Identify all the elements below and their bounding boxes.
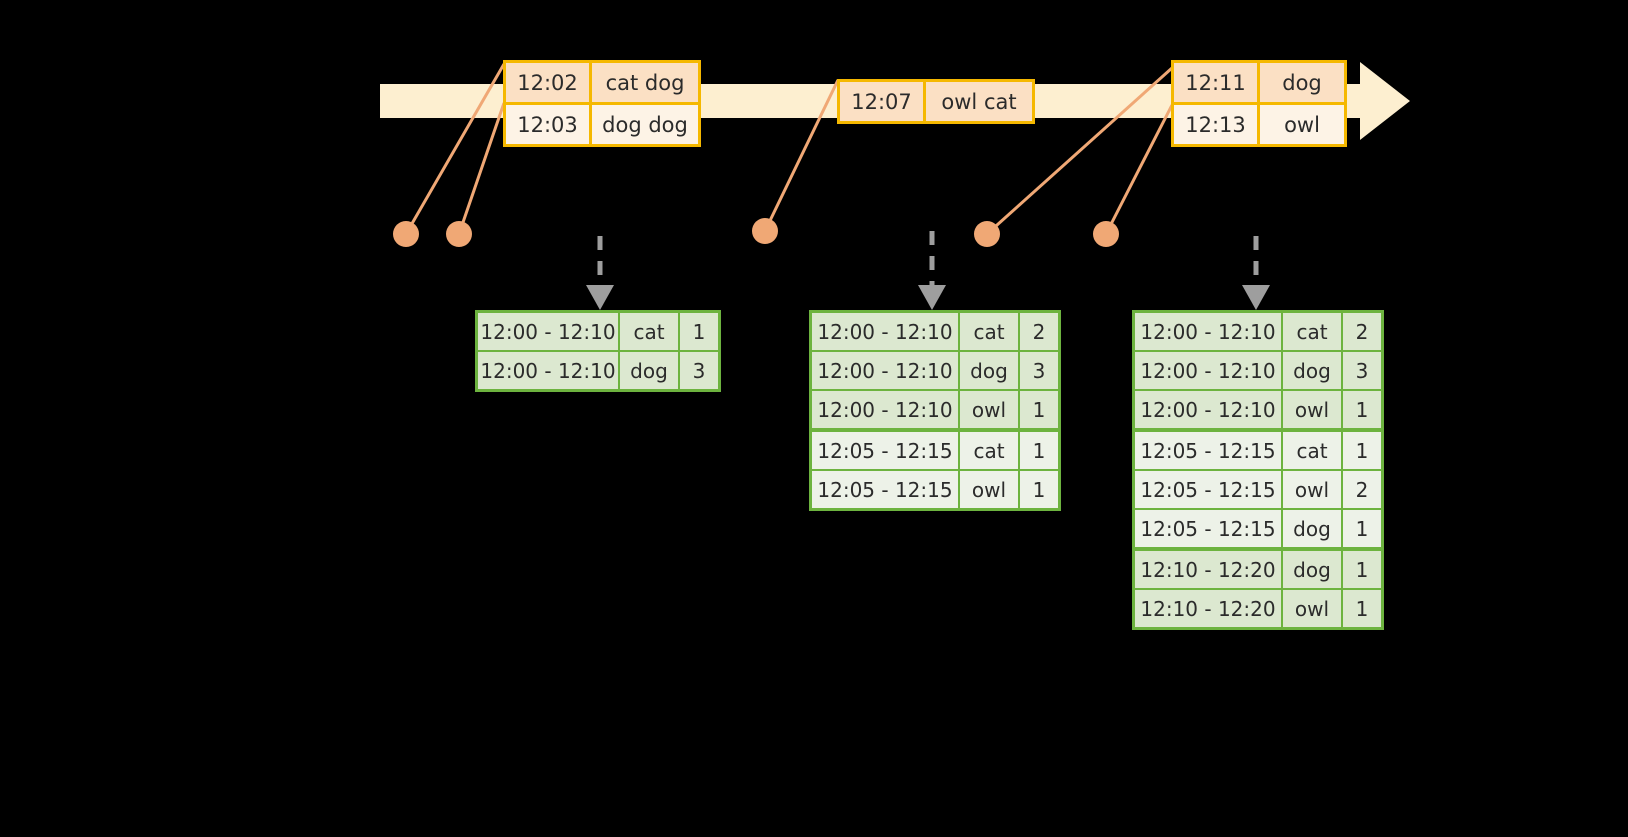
message-words: owl — [1260, 105, 1344, 144]
result-arrowhead-1 — [586, 285, 614, 310]
result-word-cell: cat — [960, 432, 1020, 469]
message-time: 12:11 — [1174, 63, 1260, 102]
result-arrows — [597, 231, 1259, 287]
result-count-cell: 1 — [1020, 471, 1058, 508]
message-words: cat dog — [592, 63, 698, 102]
result-count-cell: 2 — [1020, 313, 1058, 350]
message-time: 12:02 — [506, 63, 592, 102]
message-row: 12:03 dog dog — [506, 102, 698, 144]
connector-line-12-03 — [457, 102, 506, 235]
message-time: 12:13 — [1174, 105, 1260, 144]
result-count-cell: 1 — [1343, 510, 1381, 547]
result-arrowheads — [586, 285, 1270, 310]
message-group-2: 12:07 owl cat — [837, 79, 1035, 124]
connector-line-12-07 — [763, 79, 840, 232]
result-window-cell: 12:10 - 12:20 — [1135, 590, 1283, 627]
result-count-cell: 1 — [1343, 551, 1381, 588]
result-window-cell: 12:00 - 12:10 — [478, 313, 620, 350]
message-group-3: 12:11 dog 12:13 owl — [1171, 60, 1347, 147]
result-window-cell: 12:00 - 12:10 — [1135, 352, 1283, 389]
connector-dot-12-02 — [393, 221, 419, 247]
message-row: 12:13 owl — [1174, 102, 1344, 144]
result-count-cell: 1 — [680, 313, 718, 350]
result-word-cell: owl — [960, 391, 1020, 428]
result-word-cell: owl — [1283, 471, 1343, 508]
result-word-cell: dog — [1283, 510, 1343, 547]
message-words: owl cat — [926, 82, 1032, 121]
result-window-cell: 12:10 - 12:20 — [1135, 551, 1283, 588]
message-words: dog — [1260, 63, 1344, 102]
result-word-cell: dog — [1283, 551, 1343, 588]
result-count-cell: 3 — [1020, 352, 1058, 389]
result-window-cell: 12:00 - 12:10 — [478, 352, 620, 389]
result-word-cell: dog — [1283, 352, 1343, 389]
message-time: 12:07 — [840, 82, 926, 121]
result-word-cell: dog — [960, 352, 1020, 389]
message-time: 12:03 — [506, 105, 592, 144]
result-window-cell: 12:05 - 12:15 — [812, 432, 960, 469]
result-count-cell: 1 — [1020, 432, 1058, 469]
result-window-cell: 12:00 - 12:10 — [1135, 313, 1283, 350]
result-window-cell: 12:05 - 12:15 — [1135, 432, 1283, 469]
result-word-cell: dog — [620, 352, 680, 389]
result-count-cell: 3 — [680, 352, 718, 389]
connector-dots — [393, 218, 1119, 247]
connector-dot-12-13 — [1093, 221, 1119, 247]
result-arrowhead-2 — [918, 285, 946, 310]
message-row: 12:11 dog — [1174, 63, 1344, 102]
result-count-cell: 2 — [1343, 313, 1381, 350]
result-window-cell: 12:00 - 12:10 — [812, 352, 960, 389]
connector-dot-12-07 — [752, 218, 778, 244]
result-window-cell: 12:05 - 12:15 — [1135, 471, 1283, 508]
result-window-cell: 12:00 - 12:10 — [812, 313, 960, 350]
result-count-cell: 1 — [1343, 391, 1381, 428]
message-words: dog dog — [592, 105, 698, 144]
result-count-cell: 3 — [1343, 352, 1381, 389]
result-word-cell: owl — [1283, 391, 1343, 428]
result-count-cell: 2 — [1343, 471, 1381, 508]
result-count-cell: 1 — [1343, 590, 1381, 627]
connector-line-12-13 — [1104, 104, 1174, 235]
result-count-cell: 1 — [1343, 432, 1381, 469]
result-arrowhead-3 — [1242, 285, 1270, 310]
result-count-cell: 1 — [1020, 391, 1058, 428]
result-word-cell: cat — [1283, 432, 1343, 469]
result-word-cell: owl — [960, 471, 1020, 508]
result-window-cell: 12:00 - 12:10 — [1135, 391, 1283, 428]
result-window-cell: 12:05 - 12:15 — [1135, 510, 1283, 547]
result-window-cell: 12:05 - 12:15 — [812, 471, 960, 508]
result-word-cell: cat — [620, 313, 680, 350]
message-group-1: 12:02 cat dog 12:03 dog dog — [503, 60, 701, 147]
result-word-cell: cat — [1283, 313, 1343, 350]
result-window-cell: 12:00 - 12:10 — [812, 391, 960, 428]
message-row: 12:07 owl cat — [840, 82, 1032, 121]
connector-dot-12-11 — [974, 221, 1000, 247]
result-word-cell: owl — [1283, 590, 1343, 627]
message-row: 12:02 cat dog — [506, 63, 698, 102]
result-word-cell: cat — [960, 313, 1020, 350]
connector-line-12-02 — [404, 63, 506, 235]
connector-dot-12-03 — [446, 221, 472, 247]
